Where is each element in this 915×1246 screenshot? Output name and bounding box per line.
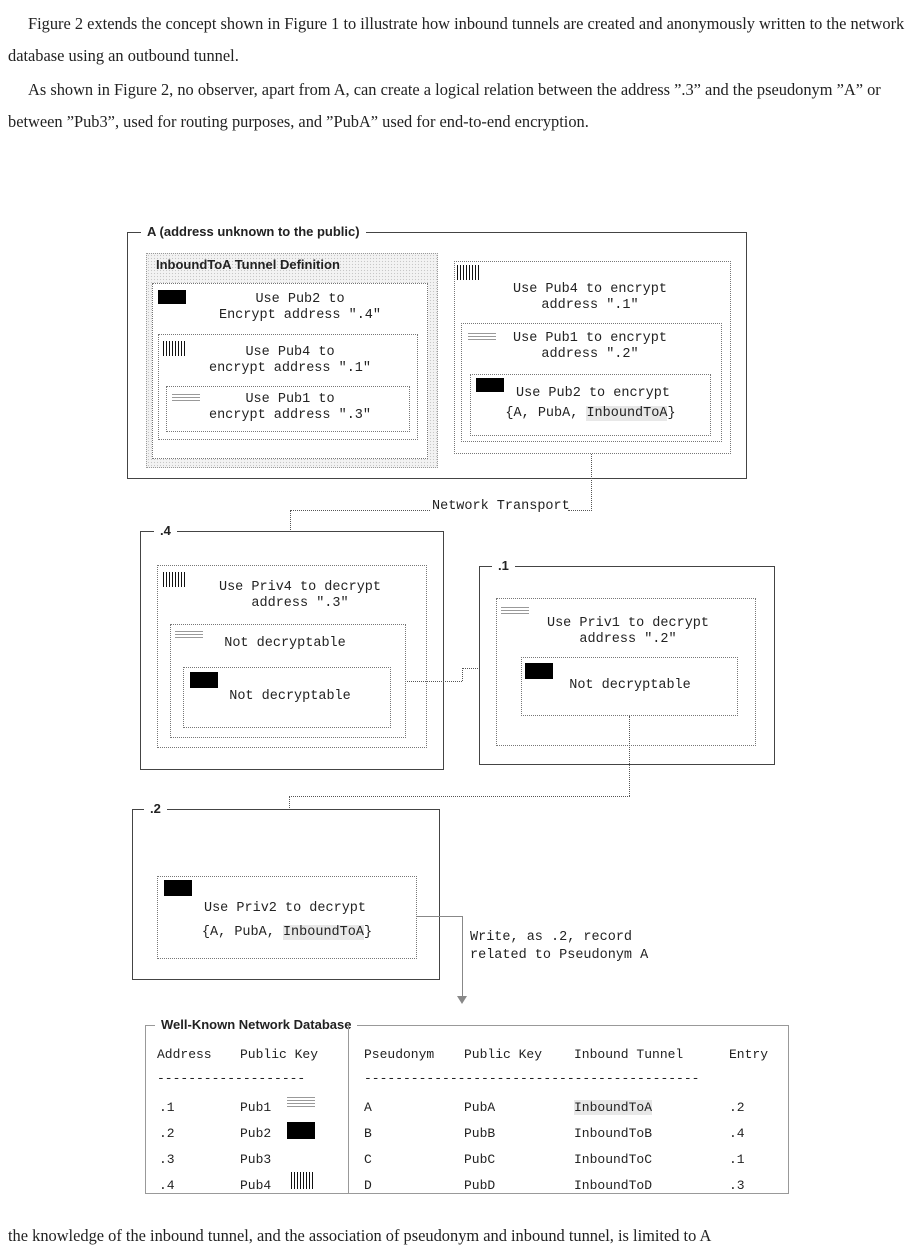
db-header: Pseudonym: [364, 1047, 435, 1062]
key-pub1-icon: [501, 605, 529, 614]
tunnel-layer-3-text: Use Pub1 to encrypt address ".3": [208, 392, 372, 423]
key-pattern-wavy-icon: [287, 1097, 315, 1107]
db-header: Address: [157, 1047, 212, 1062]
inbound-tunnel-highlight: InboundToA: [282, 925, 364, 940]
node-1-decrypt-text: Use Priv1 to decrypt address ".2": [546, 616, 710, 647]
db-cell: .4: [729, 1126, 745, 1141]
transport-line-h-right: [568, 510, 592, 511]
write-line-h: [417, 916, 463, 917]
key-pub1-icon: [172, 392, 200, 401]
db-cell: InboundToD: [574, 1178, 653, 1193]
db-cell: .1: [729, 1152, 745, 1167]
key-pub4-icon: [457, 265, 479, 280]
connector-4-1-a: [407, 681, 462, 682]
write-line-v: [462, 916, 463, 998]
node-4-not-decryptable-2: Not decryptable: [229, 689, 351, 704]
arrow-head: [457, 996, 467, 1004]
db-cell: B: [364, 1126, 372, 1141]
node-4-decrypt-text: Use Priv4 to decrypt address ".3": [218, 580, 382, 611]
node-4-layer-1: [157, 565, 427, 748]
db-address: .4: [159, 1178, 175, 1193]
db-dashes: -------------------: [157, 1071, 306, 1086]
node-2-layer-1: [157, 876, 417, 959]
node-4-label: .4: [154, 523, 177, 538]
node-4-not-decryptable-1: Not decryptable: [224, 636, 346, 651]
outbound-layer-3-line2: {A, PubA, InboundToA}: [505, 406, 676, 421]
db-public-key: Pub1: [240, 1100, 272, 1115]
key-pub4-icon: [163, 341, 185, 356]
tunnel-layer-2-text: Use Pub4 to encrypt address ".1": [208, 345, 372, 376]
db-dashes: ----------------------------------------…: [364, 1071, 700, 1086]
db-cell: C: [364, 1152, 372, 1167]
db-cell: InboundToA: [574, 1100, 653, 1115]
key-pub1-icon: [468, 331, 496, 340]
paragraph-2: As shown in Figure 2, no observer, apart…: [8, 80, 881, 131]
db-cell: A: [364, 1100, 372, 1115]
tunnel-layer-3: [166, 386, 410, 432]
key-pub2-icon: [158, 290, 186, 304]
db-address: .1: [159, 1100, 175, 1115]
database-divider: [348, 1025, 349, 1194]
db-cell: PubA: [464, 1100, 496, 1115]
connector-1-2-a: [629, 716, 630, 796]
db-cell: .2: [729, 1100, 745, 1115]
node-4-box: [140, 531, 444, 770]
key-pub2-icon: [164, 880, 192, 896]
db-cell: InboundToC: [574, 1152, 653, 1167]
transport-line-down: [591, 454, 592, 511]
write-label: Write, as .2, record related to Pseudony…: [470, 930, 649, 963]
node-1-layer-2: [521, 657, 738, 716]
tunnel-definition-title: InboundToA Tunnel Definition: [156, 257, 340, 272]
node-4-layer-3: [183, 667, 391, 728]
key-pub2-icon: [190, 672, 218, 688]
db-header: Public Key: [464, 1047, 543, 1062]
node-2-decrypt-line1: Use Priv2 to decrypt: [203, 901, 367, 916]
database-box: [145, 1025, 789, 1194]
closing-text: the knowledge of the inbound tunnel, and…: [8, 1226, 712, 1245]
db-cell: PubB: [464, 1126, 496, 1141]
node-1-not-decryptable: Not decryptable: [569, 678, 691, 693]
outbound-layer-1: [454, 261, 731, 454]
db-cell: InboundToB: [574, 1126, 653, 1141]
node-a-label: A (address unknown to the public): [141, 224, 366, 239]
connector-1-2-b: [289, 796, 630, 797]
db-address: .2: [159, 1126, 175, 1141]
paragraph-1: Figure 2 extends the concept shown in Fi…: [8, 14, 905, 65]
db-header: Entry: [729, 1047, 769, 1062]
db-public-key: Pub2: [240, 1126, 272, 1141]
outbound-layer-1-text: Use Pub4 to encrypt address ".1": [513, 282, 667, 313]
db-cell: PubD: [464, 1178, 496, 1193]
key-pub1-icon: [175, 629, 203, 638]
db-cell: D: [364, 1178, 372, 1193]
outbound-layer-3: [470, 374, 711, 436]
key-pattern-black-icon: [287, 1122, 315, 1139]
key-pub2-icon: [476, 378, 504, 392]
db-header: Inbound Tunnel: [574, 1047, 684, 1062]
node-1-layer-1: [496, 598, 756, 746]
connector-4-1-c: [462, 668, 488, 669]
key-pub4-icon: [163, 572, 185, 587]
outbound-layer-2: [461, 323, 722, 442]
tunnel-layer-1-text: Use Pub2 to Encrypt address ".4": [218, 292, 382, 323]
db-header: Public Key: [240, 1047, 319, 1062]
db-public-key: Pub4: [240, 1178, 272, 1193]
connector-4-1-b: [462, 668, 463, 681]
inbound-tunnel-highlight: InboundToA: [586, 406, 668, 421]
node-4-layer-2: [170, 624, 406, 738]
node-2-decrypt-line2: {A, PubA, InboundToA}: [201, 925, 373, 940]
key-pub2-icon: [525, 663, 553, 679]
db-address: .3: [159, 1152, 175, 1167]
outbound-layer-2-text: Use Pub1 to encrypt address ".2": [513, 331, 667, 362]
db-public-key: Pub3: [240, 1152, 272, 1167]
db-cell: .3: [729, 1178, 745, 1193]
db-cell: PubC: [464, 1152, 496, 1167]
node-1-label: .1: [492, 558, 515, 573]
network-transport-label: Network Transport: [432, 499, 570, 514]
key-pattern-bars-icon: [291, 1172, 315, 1189]
database-title: Well-Known Network Database: [155, 1017, 358, 1032]
node-2-label: .2: [144, 801, 167, 816]
transport-line-h-left: [290, 510, 430, 511]
outbound-layer-3-line1: Use Pub2 to encrypt: [516, 386, 670, 401]
